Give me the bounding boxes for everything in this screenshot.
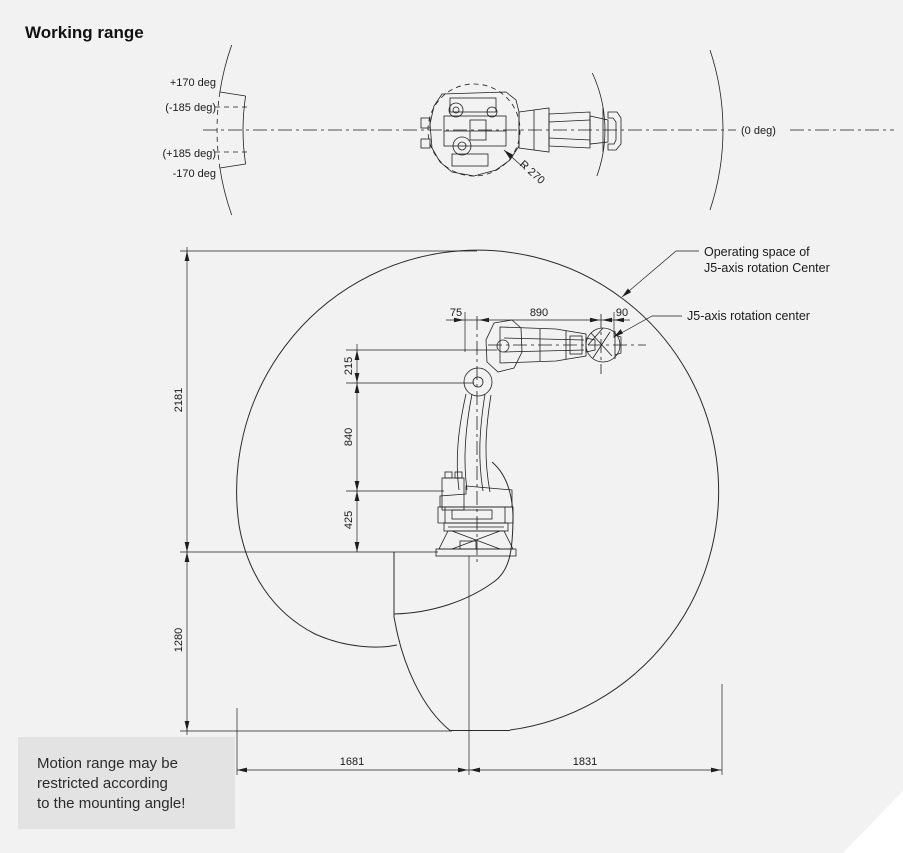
rotation-limit-band [215, 44, 248, 216]
robot-top-view [420, 83, 622, 177]
r270-arc [591, 72, 606, 177]
r270-label: R 270 [517, 158, 547, 187]
zero-deg-label: (0 deg) [741, 125, 776, 137]
operating-space-label-line2: J5-axis rotation Center [704, 261, 830, 275]
working-envelope [236, 249, 720, 731]
dim-1280: 1280 [173, 628, 185, 652]
envelope-base-cutout [393, 461, 514, 615]
dim-890: 890 [530, 307, 548, 319]
robot-side-view [435, 314, 646, 565]
note-line-2: restricted according [37, 775, 168, 792]
note-box-background [18, 737, 235, 829]
note-line-3: to the mounting angle! [37, 795, 185, 812]
j5-center-callout: J5-axis rotation center [613, 309, 810, 338]
angle-label-minus170: -170 deg [173, 168, 216, 180]
dim-1831: 1831 [573, 756, 597, 768]
operating-space-label-line1: Operating space of [704, 245, 810, 259]
dim-425: 425 [343, 511, 355, 529]
top-view-drawing: +170 deg (-185 deg) (+185 deg) -170 deg … [162, 44, 894, 216]
j5-center-label: J5-axis rotation center [687, 309, 810, 323]
right-sweep-arc [709, 49, 724, 211]
envelope-main-circle [236, 249, 720, 731]
note-box: Motion range may be restricted according… [18, 737, 235, 829]
side-view-drawing: 75 890 90 2181 1280 215 840 425 1681 183… [173, 245, 830, 775]
dim-2181: 2181 [173, 388, 185, 412]
r270-callout: R 270 [503, 149, 547, 187]
envelope-left-spiral [238, 524, 398, 648]
corner-cut [843, 791, 903, 853]
dimension-lines: 75 890 90 2181 1280 215 840 425 1681 183… [173, 247, 723, 775]
note-line-1: Motion range may be [37, 755, 178, 772]
dim-1681: 1681 [340, 756, 364, 768]
page-title: Working range [25, 23, 144, 42]
dim-215: 215 [343, 357, 355, 375]
angle-label-minus185: (-185 deg) [165, 102, 216, 114]
angle-label-plus185: (+185 deg) [162, 148, 216, 160]
angle-label-plus170: +170 deg [170, 77, 216, 89]
envelope-bottom-notch [393, 552, 510, 731]
dim-840: 840 [343, 428, 355, 446]
dim-75: 75 [450, 307, 462, 319]
operating-space-callout: Operating space of J5-axis rotation Cent… [621, 245, 830, 298]
dim-90: 90 [616, 307, 628, 319]
